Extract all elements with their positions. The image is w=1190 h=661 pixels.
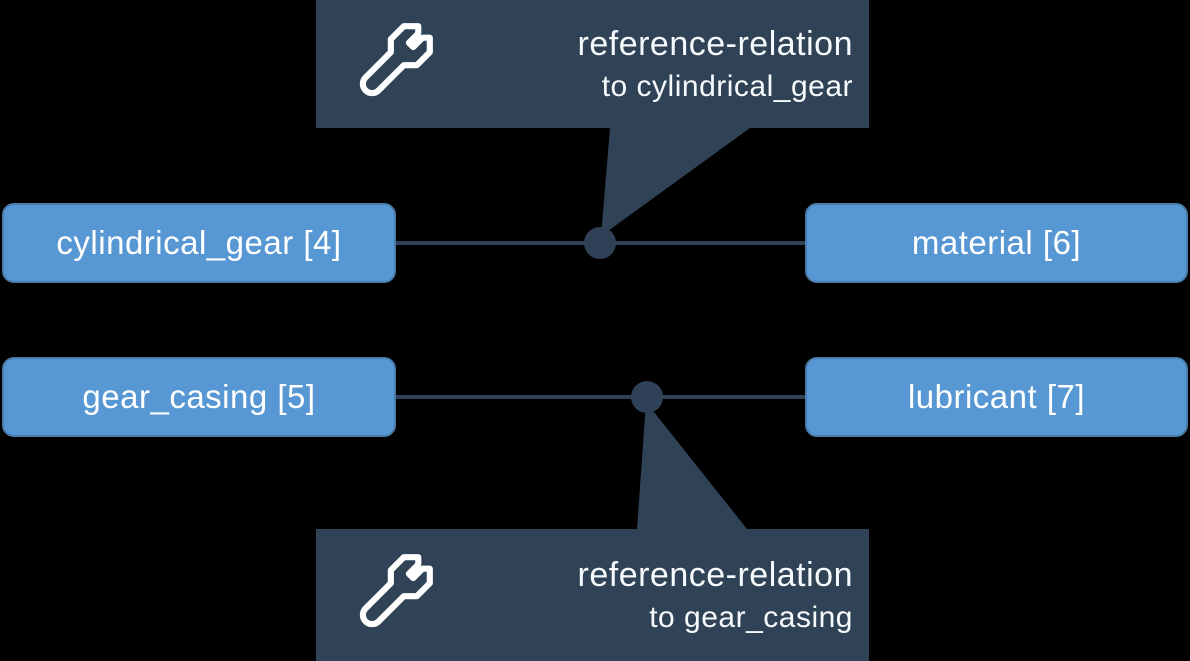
tooltip-reference-relation-cylindrical-gear: reference-relation to cylindrical_gear <box>316 0 869 128</box>
tooltip-relation-name: reference-relation <box>577 556 853 594</box>
node-label: material [6] <box>911 224 1082 261</box>
relation-dot-row1[interactable] <box>584 227 616 259</box>
node-label: lubricant [7] <box>907 378 1086 415</box>
node-cylindrical-gear[interactable]: cylindrical_gear [4] <box>2 203 396 283</box>
relation-dot-row2[interactable] <box>631 381 663 413</box>
tooltip-relation-target: to cylindrical_gear <box>601 70 853 103</box>
node-label: cylindrical_gear [4] <box>56 224 342 261</box>
tooltip-relation-name: reference-relation <box>577 25 853 63</box>
tooltip-text: reference-relation to cylindrical_gear <box>578 0 853 128</box>
wrench-icon <box>359 23 433 97</box>
node-label: gear_casing [5] <box>82 378 316 415</box>
tooltip-text: reference-relation to gear_casing <box>578 529 853 661</box>
node-lubricant[interactable]: lubricant [7] <box>805 357 1188 437</box>
tooltip-tail-bottom <box>637 402 747 529</box>
tooltip-tail-top <box>601 128 750 236</box>
wrench-icon <box>359 554 433 628</box>
tooltip-relation-target: to gear_casing <box>649 601 853 634</box>
tooltip-reference-relation-gear-casing: reference-relation to gear_casing <box>316 529 869 661</box>
node-material[interactable]: material [6] <box>805 203 1188 283</box>
node-gear-casing[interactable]: gear_casing [5] <box>2 357 396 437</box>
